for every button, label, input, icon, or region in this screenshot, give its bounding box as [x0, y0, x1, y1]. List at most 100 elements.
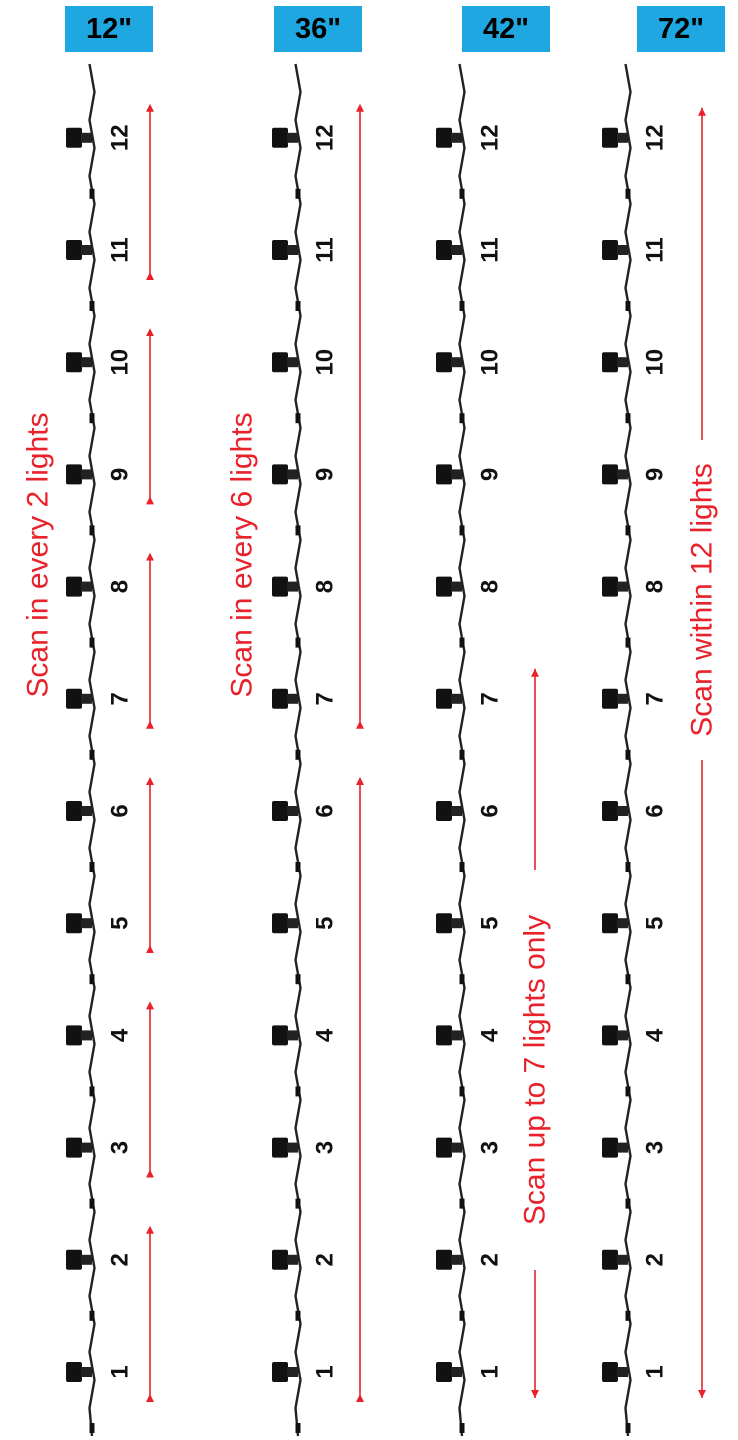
- numbers-layer: 1234567891011121234567891011121234567891…: [107, 124, 669, 1378]
- light-bulb: [66, 577, 82, 597]
- light-socket: [617, 694, 628, 704]
- light-socket: [451, 1255, 462, 1265]
- wire-clip: [90, 638, 95, 648]
- light-number: 4: [312, 1028, 339, 1042]
- light-socket: [287, 1030, 298, 1040]
- light-bulb: [436, 913, 452, 933]
- light-number: 4: [642, 1028, 669, 1042]
- light-number: 6: [477, 804, 504, 817]
- wire-clip: [296, 862, 301, 872]
- wire-clip: [626, 1311, 631, 1321]
- light-socket: [287, 133, 298, 143]
- light-socket: [81, 469, 92, 479]
- light-socket: [287, 469, 298, 479]
- wire-clip: [626, 638, 631, 648]
- wire-clip: [460, 638, 465, 648]
- light-bulb: [602, 240, 618, 260]
- light-number: 5: [477, 917, 504, 930]
- light-number: 5: [107, 917, 134, 930]
- light-bulb: [436, 1250, 452, 1270]
- wire-clip: [90, 301, 95, 311]
- light-number: 7: [477, 692, 504, 705]
- light-socket: [81, 1367, 92, 1377]
- light-number: 9: [642, 468, 669, 481]
- light-bulb: [66, 464, 82, 484]
- light-socket: [451, 694, 462, 704]
- wire-clip: [460, 1423, 465, 1433]
- wire-clip: [90, 1086, 95, 1096]
- light-bulb: [436, 464, 452, 484]
- light-socket: [617, 469, 628, 479]
- light-bulb: [272, 577, 288, 597]
- light-number: 5: [312, 917, 339, 930]
- wire-clip: [460, 301, 465, 311]
- wire-clip: [90, 1423, 95, 1433]
- light-number: 11: [642, 237, 669, 262]
- light-bulb: [436, 801, 452, 821]
- light-number: 12: [312, 124, 339, 151]
- wire-clip: [296, 1199, 301, 1209]
- wire-clip: [90, 1199, 95, 1209]
- light-bulb: [436, 689, 452, 709]
- light-number: 4: [107, 1028, 134, 1042]
- light-bulb: [436, 1138, 452, 1158]
- light-bulb: [272, 1138, 288, 1158]
- light-socket: [287, 1143, 298, 1153]
- light-number: 8: [312, 580, 339, 593]
- arrow-head: [698, 108, 706, 116]
- wire-clip: [296, 750, 301, 760]
- light-socket: [81, 806, 92, 816]
- arrow-head: [531, 1390, 539, 1398]
- light-number: 6: [312, 804, 339, 817]
- light-number: 8: [477, 580, 504, 593]
- light-bulb: [436, 240, 452, 260]
- wire-clip: [90, 974, 95, 984]
- wire-clip: [460, 750, 465, 760]
- light-socket: [81, 1255, 92, 1265]
- light-number: 1: [312, 1365, 339, 1378]
- light-number: 5: [642, 917, 669, 930]
- light-socket: [617, 806, 628, 816]
- light-bulb: [602, 577, 618, 597]
- wire-clip: [626, 413, 631, 423]
- light-socket: [287, 582, 298, 592]
- light-number: 3: [477, 1141, 504, 1154]
- light-number: 2: [642, 1253, 669, 1266]
- wire-clip: [626, 862, 631, 872]
- light-number: 7: [642, 692, 669, 705]
- light-number: 9: [312, 468, 339, 481]
- light-socket: [617, 1030, 628, 1040]
- light-socket: [451, 245, 462, 255]
- light-socket: [617, 1143, 628, 1153]
- wire-clip: [460, 1199, 465, 1209]
- light-number: 11: [107, 237, 134, 262]
- light-number: 4: [477, 1028, 504, 1042]
- wire-clip: [296, 525, 301, 535]
- light-bulb: [602, 913, 618, 933]
- light-socket: [617, 133, 628, 143]
- light-bulb: [66, 1250, 82, 1270]
- light-socket: [451, 1143, 462, 1153]
- light-number: 12: [477, 124, 504, 151]
- light-number: 2: [477, 1253, 504, 1266]
- light-bulb: [436, 352, 452, 372]
- wire-clip: [296, 189, 301, 199]
- light-number: 6: [642, 804, 669, 817]
- light-bulb: [66, 352, 82, 372]
- light-bulb: [272, 1362, 288, 1382]
- light-bulb: [272, 1250, 288, 1270]
- light-socket: [81, 245, 92, 255]
- light-number: 3: [312, 1141, 339, 1154]
- wire-clip: [90, 525, 95, 535]
- light-bulb: [272, 464, 288, 484]
- light-number: 10: [477, 349, 504, 376]
- light-socket: [617, 582, 628, 592]
- light-socket: [451, 133, 462, 143]
- light-socket: [81, 1030, 92, 1040]
- wire-clip: [90, 750, 95, 760]
- light-bulb: [66, 801, 82, 821]
- light-bulb: [66, 913, 82, 933]
- arrow-head: [531, 669, 539, 677]
- wire-clip: [460, 1311, 465, 1321]
- light-number: 10: [107, 349, 134, 376]
